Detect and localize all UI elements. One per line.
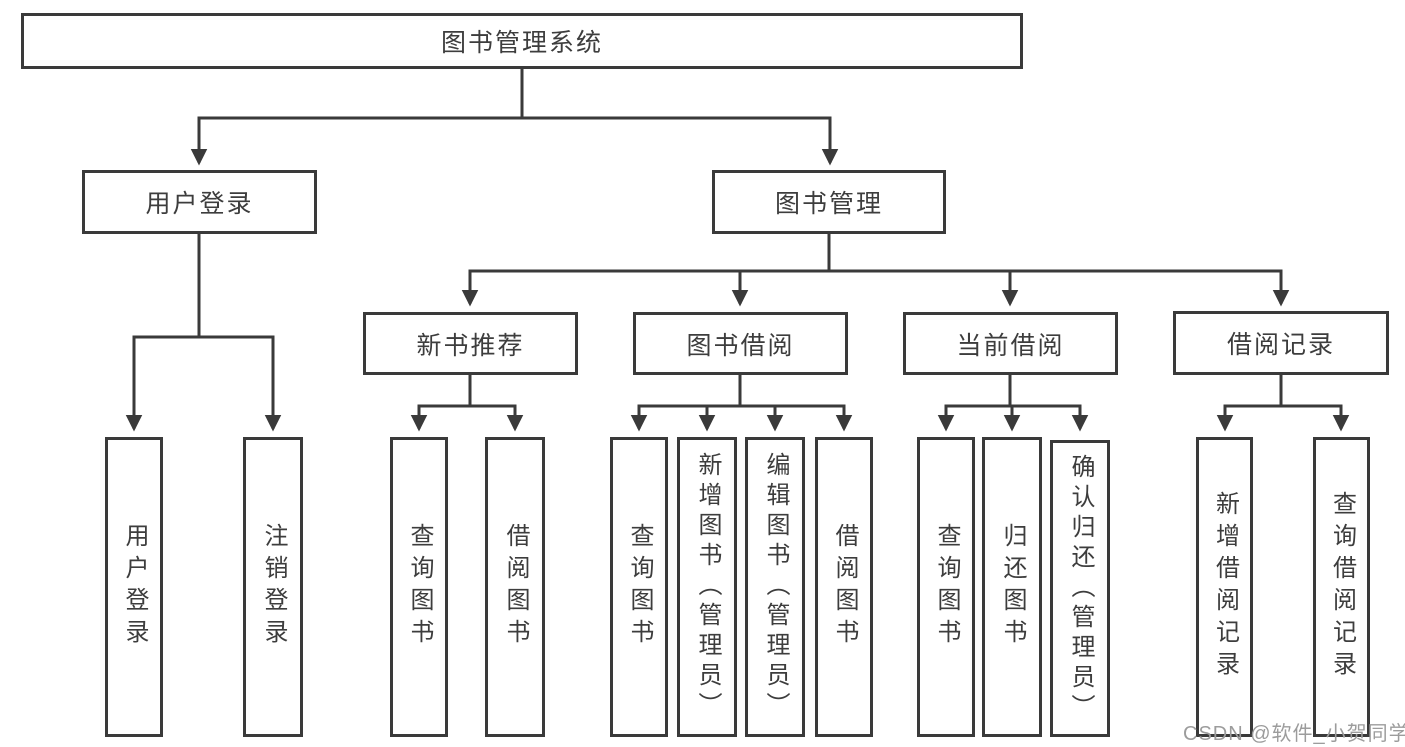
leaf-records-add-borrow-record: 新增借阅记录 <box>1196 437 1253 737</box>
leaf-newbooks-borrow-books: 借阅图书 <box>485 437 545 737</box>
leaf-borrowing-edit-book-admin: 编辑图书（管理员） <box>745 437 805 737</box>
leaf-newbooks-query-books: 查询图书 <box>390 437 448 737</box>
node-new-book-recommendation: 新书推荐 <box>363 312 578 375</box>
leaf-borrowing-borrow-books: 借阅图书 <box>815 437 873 737</box>
node-user-login: 用户登录 <box>82 170 317 234</box>
leaf-borrowing-add-book-admin: 新增图书（管理员） <box>677 437 737 737</box>
node-current-borrowing: 当前借阅 <box>903 312 1118 375</box>
leaf-current-query-books: 查询图书 <box>917 437 975 737</box>
node-root-system: 图书管理系统 <box>21 13 1023 69</box>
leaf-current-return-books: 归还图书 <box>982 437 1042 737</box>
leaf-user-login: 用户登录 <box>105 437 163 737</box>
leaf-current-confirm-return-admin: 确认归还（管理员） <box>1050 440 1110 737</box>
node-borrowing-records: 借阅记录 <box>1173 311 1389 375</box>
leaf-borrowing-query-books: 查询图书 <box>610 437 668 737</box>
watermark: CSDN @软件_小贺同学 <box>1183 723 1405 745</box>
leaf-records-query-borrow-record: 查询借阅记录 <box>1313 437 1370 737</box>
node-book-borrowing: 图书借阅 <box>633 312 848 375</box>
node-book-management: 图书管理 <box>712 170 946 234</box>
leaf-logout-login: 注销登录 <box>243 437 303 737</box>
